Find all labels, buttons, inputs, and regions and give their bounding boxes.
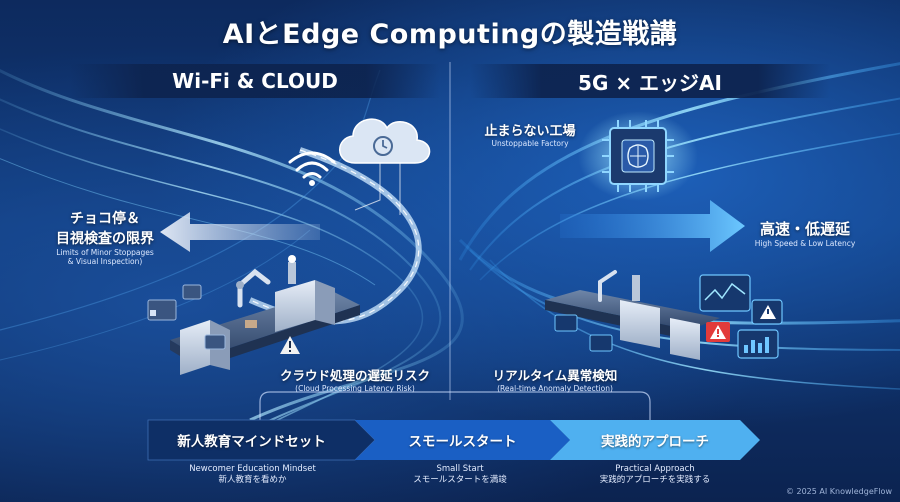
left-arrow [160, 212, 320, 252]
speed-sub: High Speed & Low Latency [754, 239, 856, 248]
step-2-en: Small Start [436, 464, 484, 474]
anomaly-title: リアルタイム異常検知 [492, 368, 618, 383]
warning-icon-right-2 [760, 305, 776, 319]
limits-title-1: チョコ停＆ [70, 211, 140, 227]
step-2-caption: Small Start スモールスタートを満竣 [365, 464, 555, 487]
factory-label: 止まらない工場 Unstoppable Factory [470, 120, 590, 148]
anomaly-sub: (Real-time Anomaly Detection) [497, 384, 613, 393]
limits-label: チョコ停＆ 目視検査の限界 Limits of Minor Stoppages … [20, 208, 190, 267]
ai-chip-icon [578, 111, 698, 201]
step-1-label: 新人教育マインドセット [177, 434, 326, 450]
step-1-ja: 新人教育を看めか [218, 475, 287, 486]
wifi-icon [288, 151, 336, 186]
risk-title: クラウド処理の遅延リスク [279, 368, 430, 383]
step-2-ja: スモールスタートを満竣 [413, 475, 507, 486]
limits-sub-1: Limits of Minor Stoppages [56, 248, 154, 257]
speed-title: 高速・低遅延 [759, 220, 850, 238]
factory-sub: Unstoppable Factory [491, 139, 569, 148]
step-2-label: スモールスタート [408, 434, 517, 450]
step-3-caption: Practical Approach 実践的アプローチを実践する [560, 464, 750, 487]
anomaly-label: リアルタイム異常検知 (Real-time Anomaly Detection) [470, 365, 640, 393]
warning-icon-right [706, 322, 730, 342]
speed-label: 高速・低遅延 High Speed & Low Latency [735, 218, 875, 248]
process-arrows [147, 419, 760, 461]
right-header: 5G × エッジAI [470, 64, 830, 98]
limits-title-2: 目視検査の限界 [56, 231, 154, 247]
latency-risk-label: クラウド処理の遅延リスク (Cloud Processing Latency R… [270, 365, 440, 393]
step-3-en: Practical Approach [615, 464, 695, 474]
limits-sub-2: & Visual Inspection) [67, 257, 143, 267]
step-1-caption: Newcomer Education Mindset 新人教育を看めか [150, 464, 355, 487]
page-title: AIとEdge Computingの製造戦講 [222, 19, 678, 50]
step-1-en: Newcomer Education Mindset [189, 464, 316, 474]
left-header: Wi-Fi & CLOUD [70, 64, 440, 98]
cloud-icon [339, 118, 431, 164]
right-factory-illustration [545, 270, 783, 360]
step-3-ja: 実践的アプローチを実践する [599, 475, 711, 486]
right-arrow [560, 200, 745, 252]
copyright: © 2025 AI KnowledgeFlow [785, 487, 892, 496]
step-3-label: 実践的アプローチ [601, 434, 709, 450]
warning-icon-left [280, 336, 300, 354]
risk-sub: (Cloud Processing Latency Risk) [295, 384, 415, 393]
left-factory-illustration [147, 255, 360, 375]
factory-title: 止まらない工場 [484, 124, 576, 139]
